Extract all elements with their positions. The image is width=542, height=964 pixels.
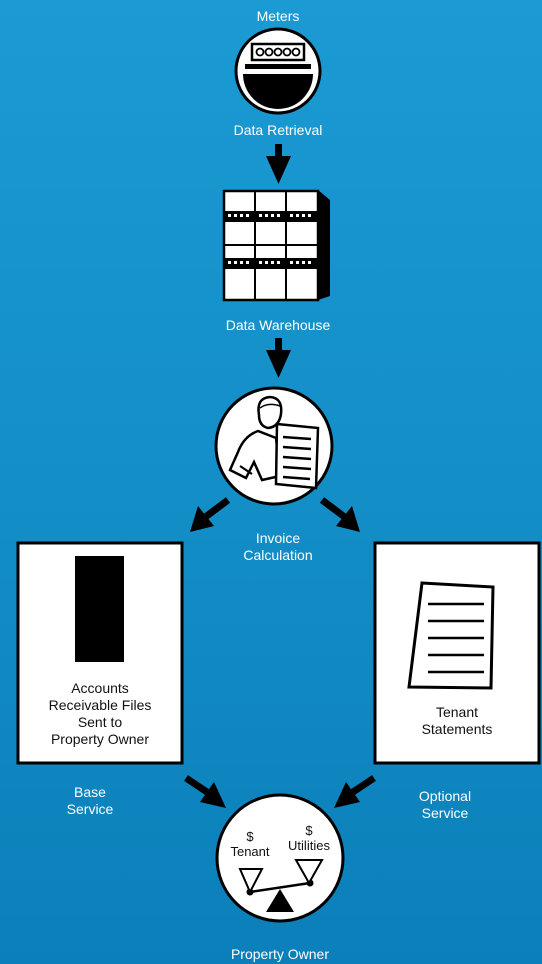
arrow-base-to-owner [184, 775, 226, 808]
property-owner-label: Property Owner [230, 946, 330, 962]
accounts-receivable-label: Accounts Receivable Files Sent to Proper… [48, 680, 152, 747]
data-warehouse-label: Data Warehouse [225, 317, 331, 333]
invoice-calculation-label: Invoice Calculation [243, 530, 313, 563]
file-folder-icon [75, 556, 124, 662]
document-icon [407, 581, 495, 690]
meters-label: Meters [256, 8, 300, 24]
arrow-to-statements [319, 497, 360, 532]
data-retrieval-label: Data Retrieval [233, 122, 323, 138]
arrow-to-warehouse [266, 144, 291, 184]
arrow-optional-to-owner [334, 775, 376, 808]
server-rack-icon [222, 189, 330, 302]
tenant-statements-box [373, 541, 541, 765]
tenant-statements-label: Tenant Statements [421, 704, 493, 737]
balance-scale-icon [215, 793, 345, 923]
meter-icon [234, 27, 322, 115]
arrow-to-invoice [266, 338, 291, 378]
accounts-receivable-box [16, 541, 184, 765]
person-with-document-icon [214, 386, 334, 506]
base-service-label: Base Service [66, 784, 114, 817]
optional-service-label: Optional Service [418, 788, 472, 821]
tenant-scale-label: $ Tenant [230, 829, 270, 859]
utilities-scale-label: $ Utilities [288, 823, 330, 853]
arrow-to-receivable [190, 497, 231, 532]
